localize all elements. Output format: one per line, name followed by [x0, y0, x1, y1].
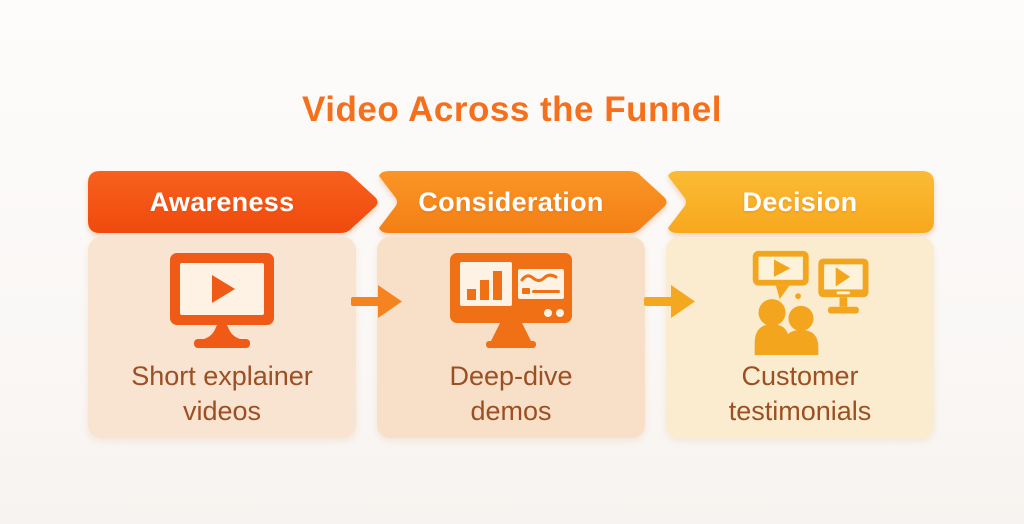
stage-card-decision: Customer testimonials	[666, 237, 934, 438]
stage-label: Consideration	[418, 186, 604, 217]
play-video-monitor-icon	[160, 249, 284, 353]
stage-card-awareness: Short explainer videos	[88, 237, 356, 438]
customer-testimonial-people-icon	[725, 249, 875, 355]
stage-label: Decision	[742, 186, 858, 217]
stage-caption: Customer testimonials	[728, 361, 872, 426]
stage-banner-decision: Decision	[666, 171, 956, 233]
analytics-demo-monitor-icon	[444, 249, 578, 353]
banner-arrow-shape	[379, 171, 667, 233]
funnel-stage-decision: Decision Customer testimonials	[666, 171, 934, 438]
arrow-right-icon	[351, 281, 403, 321]
stage-label: Awareness	[149, 186, 295, 217]
stage-banner-awareness: Awareness	[88, 171, 378, 233]
funnel-stage-consideration: Consideration Deep-dive demos	[377, 171, 667, 438]
stage-banner-consideration: Consideration	[377, 171, 667, 233]
stage-caption: Short explainer videos	[131, 361, 313, 426]
stage-card-consideration: Deep-dive demos	[377, 237, 645, 438]
stage-caption: Deep-dive demos	[449, 361, 573, 426]
banner-arrow-shape	[88, 171, 378, 233]
page-title: Video Across the Funnel	[302, 90, 722, 129]
arrow-right-icon	[644, 281, 696, 321]
banner-shape	[668, 171, 934, 233]
funnel-stage-awareness: Awareness Short explainer videos	[88, 171, 378, 438]
